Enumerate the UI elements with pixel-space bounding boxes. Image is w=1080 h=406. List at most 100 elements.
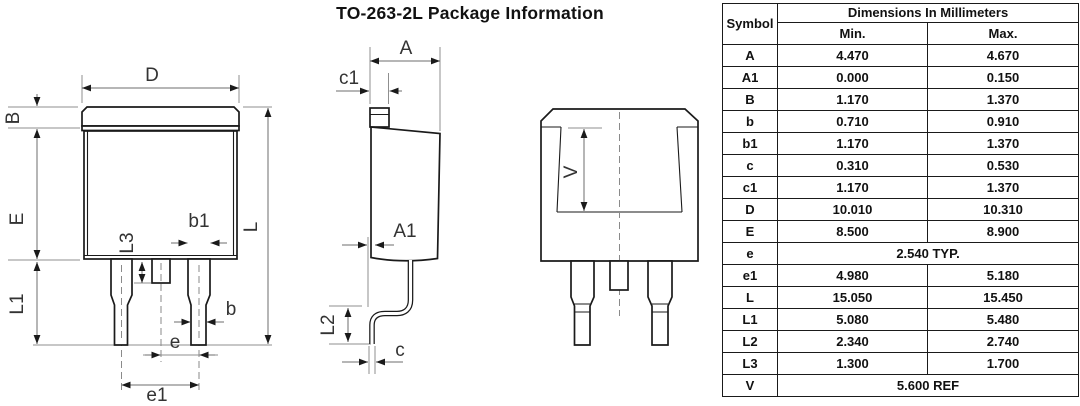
dimensions-table: Symbol Dimensions In Millimeters Min. Ma… <box>722 3 1079 397</box>
symbol-cell: e1 <box>722 264 778 287</box>
side-lead-outline <box>369 260 414 344</box>
symbol-cell: b <box>722 110 778 133</box>
min-cell: 4.980 <box>777 264 928 287</box>
side-body <box>370 126 441 262</box>
min-cell: 5.080 <box>777 308 928 331</box>
min-cell: 4.470 <box>777 44 928 67</box>
symbol-cell: b1 <box>722 132 778 155</box>
max-cell: 5.180 <box>927 264 1079 287</box>
front-label-b1: b1 <box>188 211 209 232</box>
min-cell: 1.170 <box>777 88 928 111</box>
symbol-cell: A <box>722 44 778 67</box>
back-view: V <box>540 108 699 346</box>
min-cell: 10.010 <box>777 198 928 221</box>
symbol-cell: D <box>722 198 778 221</box>
max-cell: 5.480 <box>927 308 1079 331</box>
span-cell: 2.540 TYP. <box>777 242 1079 265</box>
front-body-inner-lines <box>84 131 237 257</box>
front-label-L3: L3 <box>117 232 138 253</box>
side-extension-lines <box>329 47 441 374</box>
front-label-D: D <box>145 65 159 86</box>
max-cell: 15.450 <box>927 286 1079 309</box>
back-center-stub <box>609 260 629 291</box>
front-label-e: e <box>170 332 181 353</box>
min-cell: 2.340 <box>777 330 928 353</box>
front-body <box>83 130 238 260</box>
back-left-pin <box>570 260 595 346</box>
front-label-B: B <box>3 112 24 125</box>
header-symbol: Symbol <box>722 3 778 45</box>
side-label-A1: A1 <box>393 221 416 242</box>
header-max: Max. <box>927 22 1079 45</box>
side-label-L2: L2 <box>318 314 339 335</box>
max-cell: 1.370 <box>927 88 1079 111</box>
front-view: D B E L1 L L3 b1 b e e1 <box>3 65 272 406</box>
side-tab <box>369 107 390 128</box>
page-title: TO-263-2L Package Information <box>336 3 604 23</box>
max-cell: 2.740 <box>927 330 1079 353</box>
front-label-L: L <box>241 222 262 233</box>
max-cell: 1.370 <box>927 132 1079 155</box>
symbol-cell: V <box>722 374 778 397</box>
front-center-stub <box>151 258 171 284</box>
header-min: Min. <box>777 22 928 45</box>
max-cell: 0.150 <box>927 66 1079 89</box>
front-tab <box>81 106 240 127</box>
side-view: A c1 A1 L2 c <box>318 38 441 374</box>
min-cell: 15.050 <box>777 286 928 309</box>
max-cell: 8.900 <box>927 220 1079 243</box>
min-cell: 0.000 <box>777 66 928 89</box>
front-label-b: b <box>226 299 237 320</box>
symbol-cell: E <box>722 220 778 243</box>
min-cell: 0.310 <box>777 154 928 177</box>
symbol-cell: L2 <box>722 330 778 353</box>
max-cell: 1.370 <box>927 176 1079 199</box>
back-right-pin <box>647 260 673 346</box>
header-group: Dimensions In Millimeters <box>777 3 1079 23</box>
max-cell: 0.530 <box>927 154 1079 177</box>
symbol-cell: A1 <box>722 66 778 89</box>
max-cell: 0.910 <box>927 110 1079 133</box>
front-label-e1: e1 <box>146 385 167 406</box>
max-cell: 10.310 <box>927 198 1079 221</box>
back-left-pin-ticks <box>574 303 590 313</box>
symbol-cell: L3 <box>722 352 778 375</box>
package-drawing: D B E L1 L L3 b1 b e e1 <box>3 38 699 406</box>
symbol-cell: L <box>722 286 778 309</box>
side-label-c1: c1 <box>339 68 359 89</box>
max-cell: 1.700 <box>927 352 1079 375</box>
front-pin-centerlines <box>121 263 200 342</box>
symbol-cell: B <box>722 88 778 111</box>
symbol-cell: c <box>722 154 778 177</box>
min-cell: 0.710 <box>777 110 928 133</box>
min-cell: 1.170 <box>777 132 928 155</box>
symbol-cell: L1 <box>722 308 778 331</box>
symbol-cell: c1 <box>722 176 778 199</box>
min-cell: 8.500 <box>777 220 928 243</box>
span-cell: 5.600 REF <box>777 374 1079 397</box>
min-cell: 1.300 <box>777 352 928 375</box>
side-label-c: c <box>395 340 405 361</box>
front-parting-band <box>81 125 240 132</box>
back-right-pin-ticks <box>652 303 668 313</box>
front-label-E: E <box>7 213 28 226</box>
front-label-L1: L1 <box>7 293 28 314</box>
min-cell: 1.170 <box>777 176 928 199</box>
